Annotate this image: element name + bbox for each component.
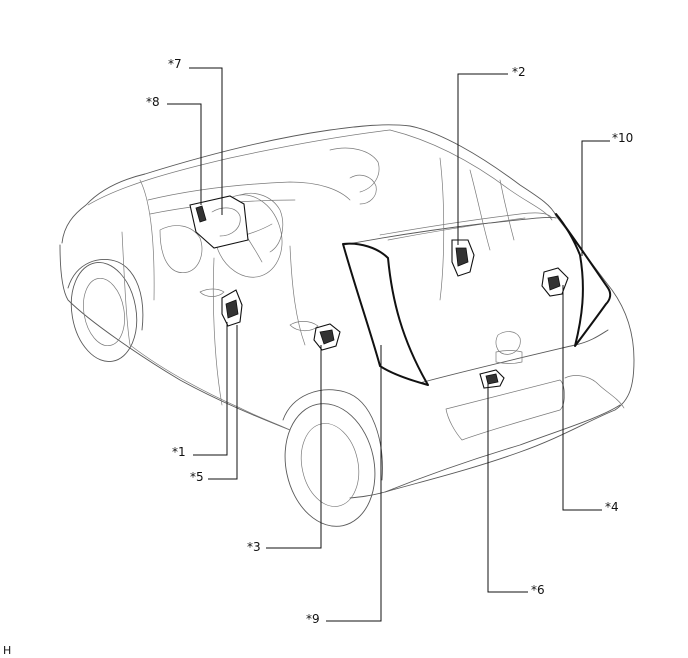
corner-mark: H (3, 644, 11, 657)
part-upper-hatch-unit (451, 239, 475, 277)
callout-1: *1 (172, 445, 186, 459)
callout-labels: *7 *8 *2 *10 *1 *5 *3 *9 *4 *6 H (3, 57, 633, 657)
leader-3 (266, 345, 322, 549)
callout-9: *9 (306, 612, 320, 626)
leader-9 (326, 345, 382, 622)
leader-4 (562, 285, 602, 511)
callout-4: *4 (605, 500, 619, 514)
components (189, 195, 569, 389)
vehicle-outline (59, 124, 635, 527)
part-rear-center-sensor (479, 369, 505, 389)
left-rear-quarter-panel (342, 242, 429, 386)
callout-6: *6 (531, 583, 545, 597)
part-left-rear-sensor (313, 323, 341, 351)
callout-2: *2 (512, 65, 526, 79)
part-combination-meter (189, 195, 249, 249)
part-left-front-sensor (221, 289, 243, 327)
leader-7 (189, 67, 223, 215)
leader-lines (167, 67, 610, 622)
callout-10: *10 (612, 131, 633, 145)
leader-1 (193, 322, 228, 456)
leader-5 (208, 325, 238, 480)
part-right-rear-sensor (541, 267, 569, 297)
right-rear-quarter-panel (555, 213, 612, 347)
leader-8 (167, 103, 202, 205)
callout-5: *5 (190, 470, 204, 484)
leader-10 (581, 140, 610, 256)
callout-8: *8 (146, 95, 160, 109)
leader-2 (457, 73, 508, 245)
callout-7: *7 (168, 57, 182, 71)
leader-6 (487, 384, 528, 593)
bold-highlight-panels (342, 213, 612, 386)
callout-3: *3 (247, 540, 261, 554)
